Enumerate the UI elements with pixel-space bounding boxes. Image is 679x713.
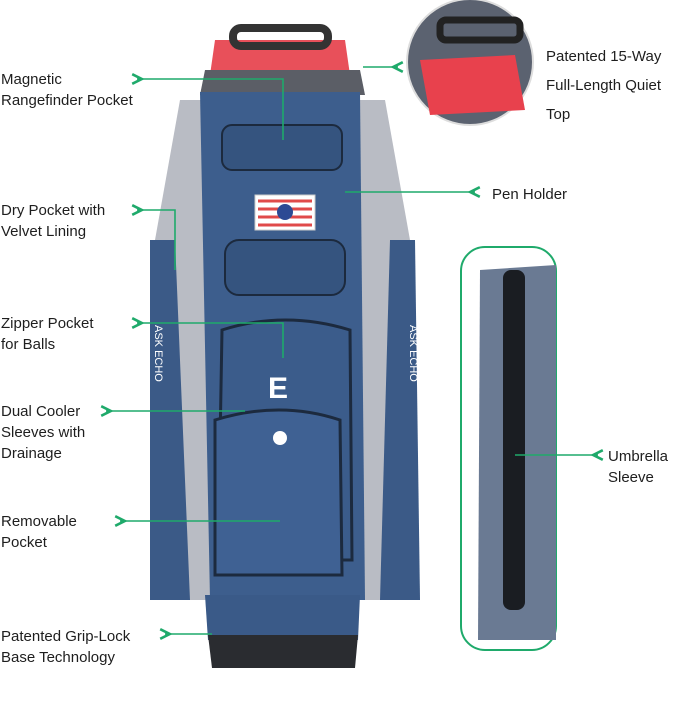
callout-text: Pocket (1, 534, 47, 551)
callout-grip-lock-base: Patented Grip-Lock Base Technology (1, 626, 130, 668)
callout-dry-pocket: Dry Pocket with Velvet Lining (1, 200, 105, 242)
svg-text:E: E (268, 372, 288, 405)
golf-bag: E ASK ECHO ASK ECHO (150, 24, 420, 668)
callout-rangefinder-pocket: Magnetic Rangefinder Pocket (1, 69, 133, 111)
callout-lines (106, 67, 598, 634)
callout-umbrella-sleeve: Umbrella Sleeve (608, 446, 668, 488)
callout-text: Patented 15-Way (546, 48, 662, 65)
svg-text:ASK ECHO: ASK ECHO (407, 325, 419, 382)
callout-text: Pen Holder (492, 186, 568, 203)
callout-text: Dry Pocket with (1, 202, 106, 219)
callout-text: Patented Grip-Lock (1, 628, 131, 645)
callout-pen-holder: Pen Holder (492, 184, 567, 205)
callout-text: Sleeves with (1, 424, 86, 441)
callout-text: Umbrella (608, 448, 669, 465)
callout-text: Drainage (1, 445, 62, 462)
callout-removable-pocket: Removable Pocket (1, 511, 77, 553)
callout-text: Magnetic (1, 71, 62, 88)
callout-quiet-top: Patented 15-Way Full-Length Quiet Top (546, 42, 661, 129)
callout-text: Dual Cooler (1, 403, 81, 420)
callout-text: Zipper Pocket (1, 315, 94, 332)
callout-text: Rangefinder Pocket (1, 92, 133, 109)
callout-text: for Balls (1, 336, 56, 353)
callout-text: Base Technology (1, 649, 115, 666)
quiet-top-inset (406, 0, 534, 126)
umbrella-sleeve-inset (460, 246, 557, 651)
callout-text: Full-Length Quiet (546, 77, 662, 94)
callout-zipper-pocket: Zipper Pocket for Balls (1, 313, 94, 355)
callout-text: Velvet Lining (1, 223, 87, 240)
callout-text: Sleeve (608, 469, 654, 486)
callout-text: Top (546, 106, 571, 123)
callout-text: Removable (1, 513, 77, 530)
brand-logo-text: ASK ECHO (152, 325, 164, 382)
callout-cooler-sleeves: Dual Cooler Sleeves with Drainage (1, 401, 85, 464)
